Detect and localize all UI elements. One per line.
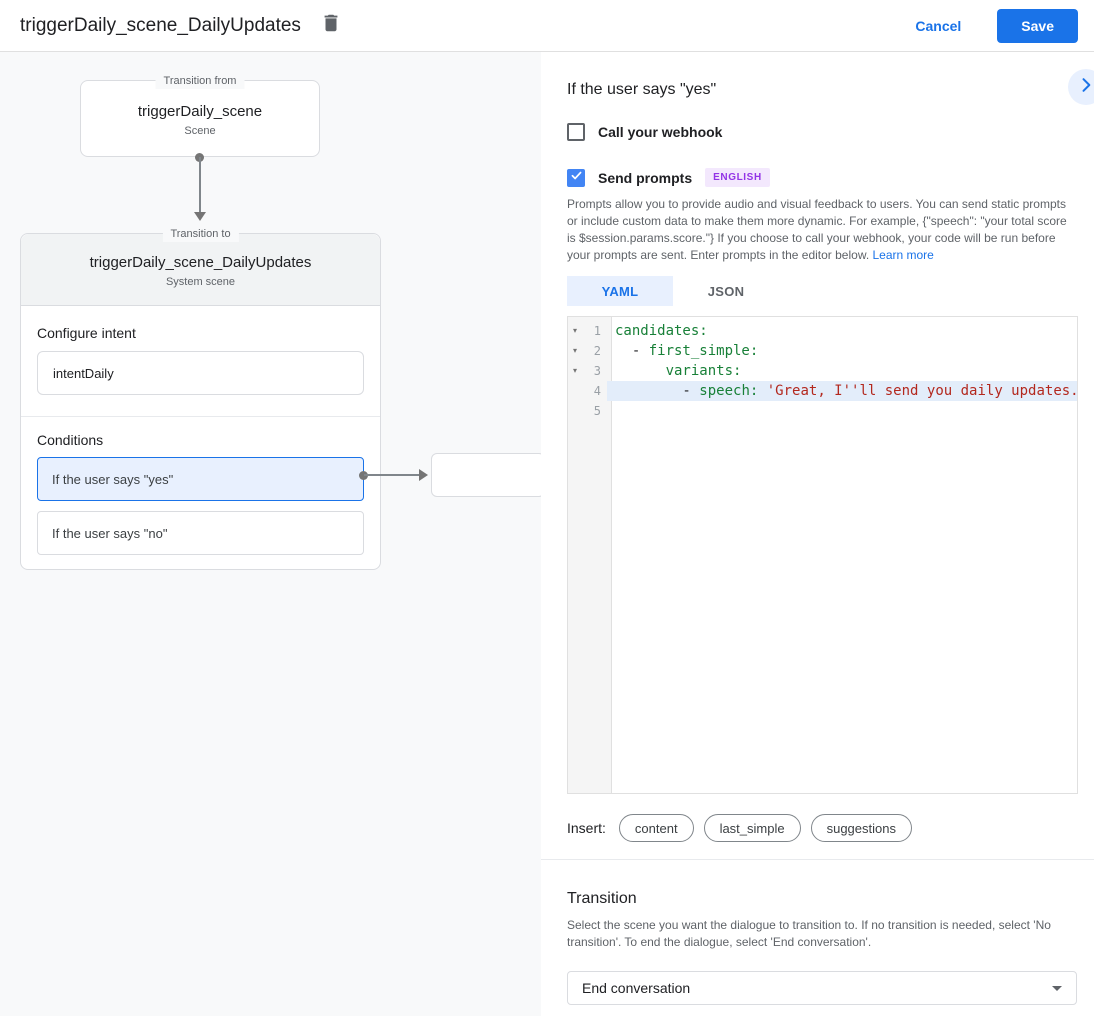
fold-arrow-icon[interactable]: ▾ <box>572 366 577 375</box>
code-line[interactable]: 4 - speech: 'Great, I''ll send you daily… <box>568 381 1077 401</box>
code-segment-key: candidates: <box>615 323 708 339</box>
save-button[interactable]: Save <box>997 8 1078 43</box>
insert-chip-suggestions[interactable]: suggestions <box>810 814 912 842</box>
code-line[interactable]: ▾ 1 candidates: <box>568 321 1077 341</box>
line-number: 2 <box>593 344 601 358</box>
condition-detail-panel: If the user says "yes" Call your webhook… <box>541 52 1094 1016</box>
intent-item[interactable]: intentDaily <box>37 351 364 395</box>
code-segment-plain: - <box>615 343 649 359</box>
panel-title: If the user says "yes" <box>567 81 717 98</box>
learn-more-link[interactable]: Learn more <box>872 248 934 262</box>
from-node-subtitle: Scene <box>184 125 216 137</box>
condition-item[interactable]: If the user says "no" <box>37 511 364 555</box>
line-number: 1 <box>593 324 601 338</box>
arrow-right-icon <box>419 469 428 481</box>
line-number: 5 <box>593 404 601 418</box>
to-node-title: triggerDaily_scene_DailyUpdates <box>89 254 312 271</box>
call-webhook-row: Call your webhook <box>567 123 1078 141</box>
insert-chip-last_simple[interactable]: last_simple <box>703 814 801 842</box>
prompt-code-editor[interactable]: ▾ 1 candidates: ▾ 2 - first_simple: ▾ 3 varian… <box>567 316 1078 794</box>
transition-select[interactable]: End conversation <box>567 971 1077 1005</box>
code-line[interactable]: ▾ 3 variants: <box>568 361 1077 381</box>
conditions-label: Conditions <box>37 432 104 448</box>
call-webhook-checkbox[interactable] <box>567 123 585 141</box>
code-segment-key: first_simple: <box>648 343 759 359</box>
configure-intent-label: Configure intent <box>37 325 136 341</box>
caret-down-icon <box>1052 985 1062 991</box>
fold-spacer <box>568 401 582 421</box>
top-bar: triggerDaily_scene_DailyUpdates Cancel S… <box>0 0 1094 52</box>
call-webhook-label: Call your webhook <box>598 124 723 140</box>
transition-arrow-line <box>199 157 201 213</box>
collapse-panel-button[interactable] <box>1068 69 1094 105</box>
code-segment-key: variants: <box>665 363 742 379</box>
chevron-right-icon <box>1076 75 1094 100</box>
page-title: triggerDaily_scene_DailyUpdates <box>20 14 301 36</box>
transition-select-value: End conversation <box>582 980 691 996</box>
code-segment-plain: - <box>615 383 700 399</box>
transition-from-node[interactable]: Transition from triggerDaily_scene Scene <box>80 73 320 157</box>
code-line-text: - speech: 'Great, I''ll send you daily u… <box>607 381 1077 401</box>
trash-icon <box>320 12 342 39</box>
line-number: 3 <box>593 364 601 378</box>
check-icon <box>570 169 583 187</box>
code-line-text: candidates: <box>607 321 1077 341</box>
to-node-subtitle: System scene <box>165 276 236 288</box>
code-segment-plain <box>615 363 666 379</box>
tab-json[interactable]: JSON <box>707 283 745 299</box>
conditions-list: If the user says "yes" If the user says "… <box>37 457 364 555</box>
code-segment-string: 'Great, I''ll send you daily updates.' <box>766 383 1077 399</box>
code-line-text <box>607 401 1077 421</box>
transition-to-node: Transition to triggerDaily_scene_DailyUp… <box>20 226 381 570</box>
code-line[interactable]: ▾ 2 - first_simple: <box>568 341 1077 361</box>
to-node-body: Configure intent intentDaily Conditions … <box>21 306 380 555</box>
from-node-title: triggerDaily_scene <box>137 103 263 120</box>
cancel-button[interactable]: Cancel <box>915 17 962 34</box>
insert-row: Insert: content last_simple suggestions <box>567 814 1078 842</box>
code-segment-key: speech: <box>699 383 759 399</box>
condition-arrow-dot <box>359 471 368 480</box>
fold-spacer <box>568 381 582 401</box>
send-prompts-label: Send prompts <box>598 169 693 186</box>
node-legend: Transition to <box>162 226 239 242</box>
line-number: 4 <box>593 384 601 398</box>
prompts-description: Prompts allow you to provide audio and v… <box>567 196 1077 264</box>
editor-format-tabs: YAML JSON <box>567 276 1078 306</box>
code-line-text: - first_simple: <box>607 341 1077 361</box>
node-legend: Transition from <box>155 73 245 89</box>
insert-chip-content[interactable]: content <box>618 814 694 842</box>
prompts-description-text: Prompts allow you to provide audio and v… <box>567 197 1067 262</box>
language-badge: ENGLISH <box>705 168 770 187</box>
code-line-text: variants: <box>607 361 1077 381</box>
transition-description: Select the scene you want the dialogue t… <box>567 918 1051 949</box>
panel-divider <box>541 859 1094 860</box>
tab-yaml[interactable]: YAML <box>567 276 673 306</box>
code-line[interactable]: 5 <box>568 401 1077 421</box>
condition-target-node[interactable] <box>431 453 545 497</box>
fold-arrow-icon[interactable]: ▾ <box>572 346 577 355</box>
to-node-header[interactable]: triggerDaily_scene_DailyUpdates System s… <box>21 234 380 306</box>
condition-item[interactable]: If the user says "yes" <box>37 457 364 501</box>
card-divider <box>21 416 380 417</box>
transition-section-title: Transition <box>567 890 637 907</box>
editor-gutter <box>568 317 612 793</box>
send-prompts-row: Send prompts ENGLISH <box>567 168 1078 187</box>
editor-code-rows: ▾ 1 candidates: ▾ 2 - first_simple: ▾ 3 varian… <box>568 317 1077 421</box>
fold-arrow-icon[interactable]: ▾ <box>572 326 577 335</box>
code-segment-plain <box>758 383 766 399</box>
insert-label: Insert: <box>567 820 606 836</box>
delete-scene-button[interactable] <box>319 14 343 38</box>
send-prompts-checkbox[interactable] <box>567 168 585 187</box>
topbar-actions: Cancel Save <box>899 8 1078 43</box>
arrow-down-icon <box>194 212 206 221</box>
condition-arrow-line <box>364 474 419 476</box>
